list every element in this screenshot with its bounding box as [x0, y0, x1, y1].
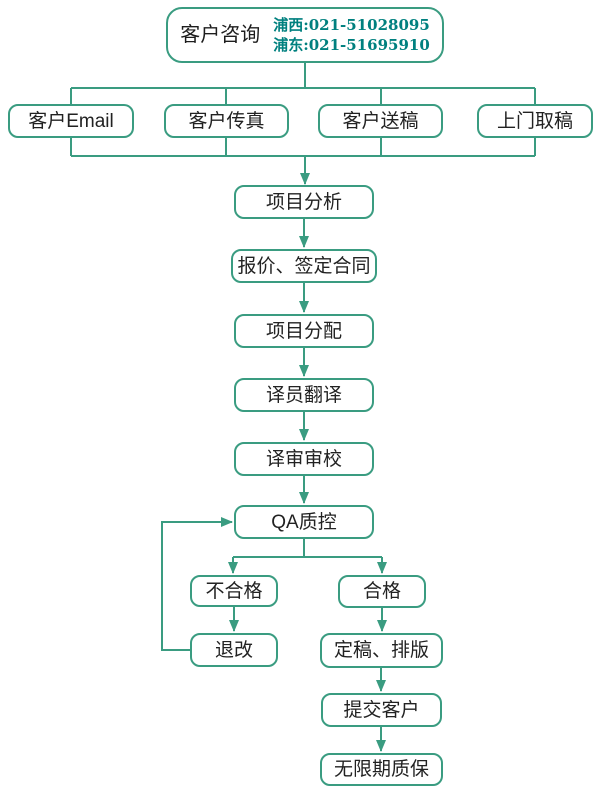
node-label: 项目分析 — [265, 191, 342, 213]
node-label: 提交客户 — [343, 699, 420, 721]
node-label: 客户传真 — [188, 110, 265, 132]
node-project-assignment: 项目分配 — [234, 314, 374, 348]
node-quote-contract: 报价、签定合同 — [231, 249, 377, 283]
node-customer-consult: 客户咨询 浦西:021-51028095 浦东:021-51695910 — [166, 7, 444, 63]
node-finalize-typeset: 定稿、排版 — [320, 633, 443, 668]
node-label: 不合格 — [205, 580, 263, 602]
node-project-analysis: 项目分析 — [234, 185, 374, 219]
node-channel-email: 客户Email — [8, 104, 134, 138]
node-channel-pickup: 上门取稿 — [477, 104, 593, 138]
node-return-revise: 退改 — [190, 633, 278, 667]
node-label: 客户送稿 — [342, 110, 419, 132]
phone-pudong: 浦东:021-51695910 — [273, 36, 430, 54]
phone-puxi: 浦西:021-51028095 — [273, 16, 430, 34]
node-unlimited-warranty: 无限期质保 — [320, 753, 443, 786]
connector-bottom-bus — [70, 138, 536, 157]
node-label: 客户Email — [28, 110, 114, 132]
node-channel-fax: 客户传真 — [164, 104, 289, 138]
node-label: 客户咨询 — [180, 24, 261, 46]
node-translator-translation: 译员翻译 — [234, 378, 374, 412]
node-label: QA质控 — [271, 511, 337, 533]
arrow-redo-feedback-to-qa — [161, 517, 233, 651]
node-deliver-to-customer: 提交客户 — [321, 693, 442, 727]
node-label: 合格 — [362, 581, 401, 602]
node-label: 上门取稿 — [496, 110, 573, 132]
node-channel-delivery: 客户送稿 — [318, 104, 443, 138]
node-label: 定稿、排版 — [333, 640, 429, 661]
phone-numbers: 浦西:021-51028095 浦东:021-51695910 — [273, 15, 430, 55]
node-qualified: 合格 — [338, 575, 426, 608]
node-label: 无限期质保 — [333, 759, 429, 780]
connector-top-bus — [70, 87, 536, 104]
connector-branch-bus — [233, 539, 382, 558]
node-label: 报价、签定合同 — [237, 255, 371, 277]
node-reviewer-proofreading: 译审审校 — [234, 442, 374, 476]
node-qa-quality-control: QA质控 — [234, 505, 374, 539]
node-label: 项目分配 — [265, 320, 342, 342]
node-label: 译审审校 — [265, 448, 342, 470]
node-label: 退改 — [214, 639, 253, 661]
node-label: 译员翻译 — [265, 384, 342, 406]
node-unqualified: 不合格 — [190, 575, 278, 607]
